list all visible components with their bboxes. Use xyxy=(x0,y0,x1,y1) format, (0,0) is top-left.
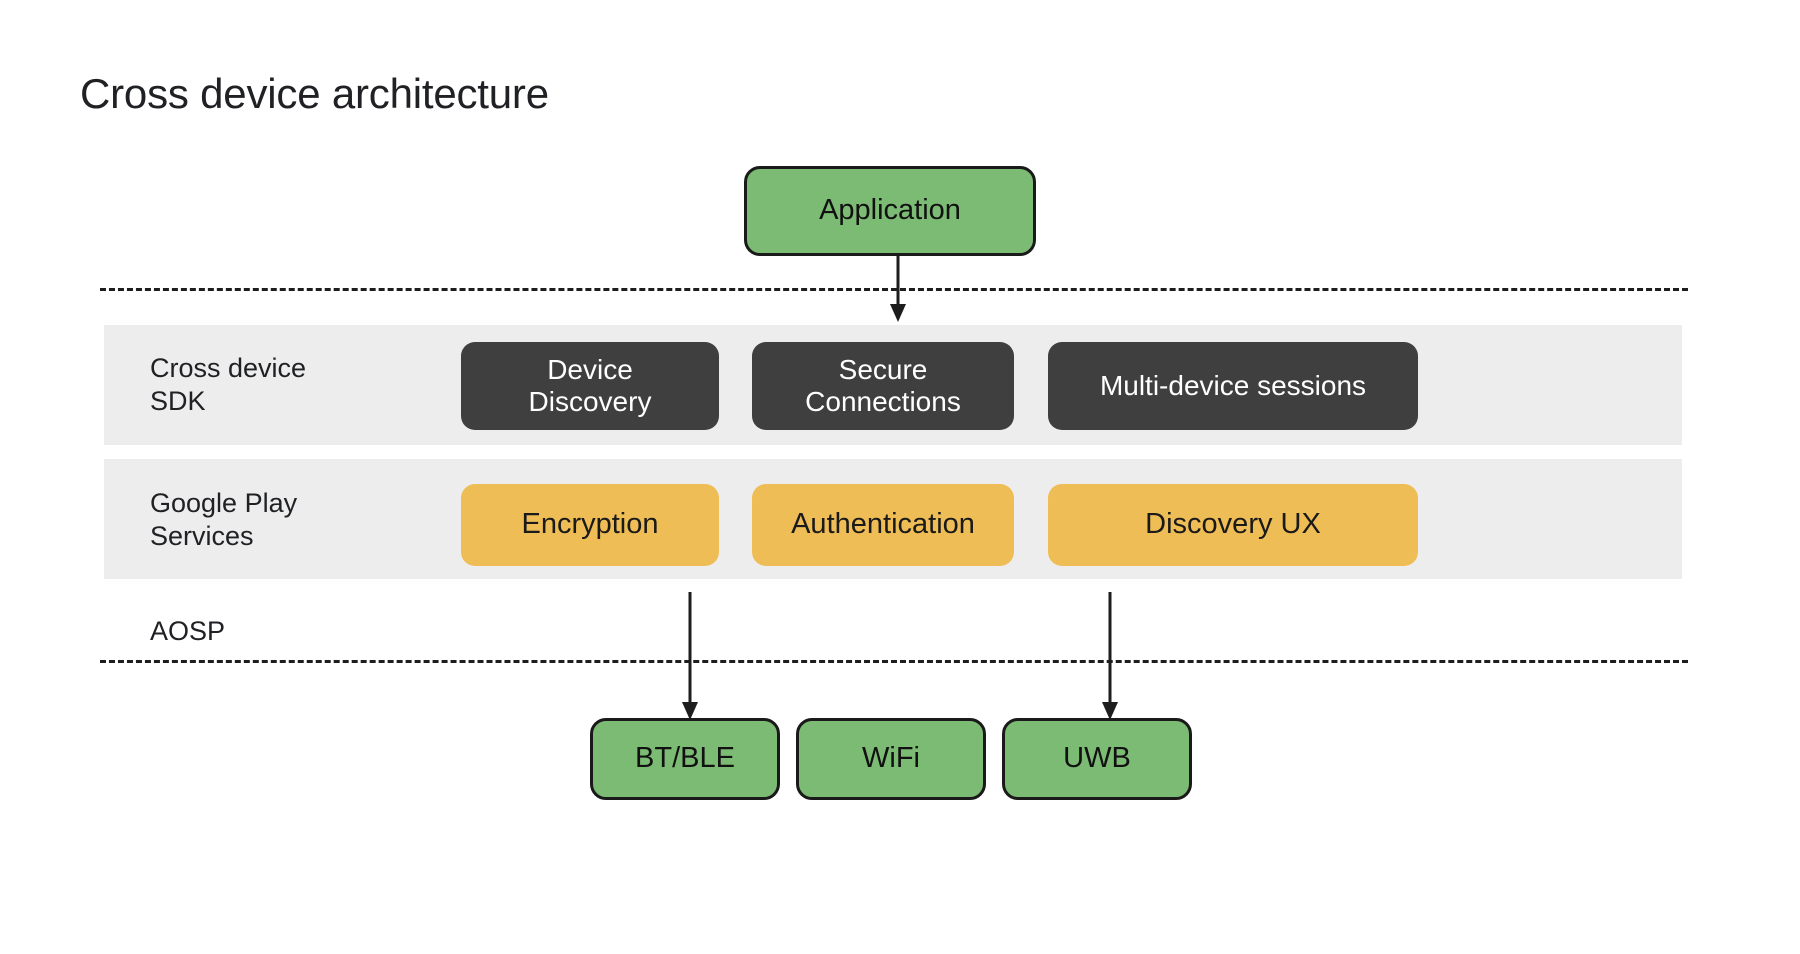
node-multi-device-sessions[interactable]: Multi-device sessions xyxy=(1048,342,1418,430)
node-secure-connections-label: Secure Connections xyxy=(805,353,961,417)
node-application[interactable]: Application xyxy=(744,166,1036,256)
node-application-label: Application xyxy=(819,194,961,227)
node-bt-ble[interactable]: BT/BLE xyxy=(590,718,780,800)
node-discovery-ux-label: Discovery UX xyxy=(1145,508,1321,541)
node-encryption[interactable]: Encryption xyxy=(461,484,719,566)
node-secure-connections[interactable]: Secure Connections xyxy=(752,342,1014,430)
node-device-discovery[interactable]: Device Discovery xyxy=(461,342,719,430)
node-wifi-label: WiFi xyxy=(862,742,920,775)
connector-application-to-sdk xyxy=(890,256,906,322)
node-discovery-ux[interactable]: Discovery UX xyxy=(1048,484,1418,566)
node-bt-ble-label: BT/BLE xyxy=(635,742,735,775)
connector-encryption-to-bt-ble xyxy=(682,592,698,720)
node-multi-device-sessions-label: Multi-device sessions xyxy=(1099,369,1367,401)
node-uwb[interactable]: UWB xyxy=(1002,718,1192,800)
node-authentication[interactable]: Authentication xyxy=(752,484,1014,566)
lower-dashed-divider xyxy=(100,660,1688,663)
node-uwb-label: UWB xyxy=(1063,742,1131,775)
upper-dashed-divider xyxy=(100,288,1688,291)
band-label-aosp: AOSP xyxy=(150,616,226,646)
band-label-cross-device-sdk: Cross device SDK xyxy=(150,353,307,416)
node-encryption-label: Encryption xyxy=(521,508,659,541)
band-label-google-play-services: Google Play Services xyxy=(150,488,298,551)
connector-discovery-ux-to-uwb xyxy=(1102,592,1118,720)
page-title: Cross device architecture xyxy=(80,70,549,117)
node-device-discovery-label: Device Discovery xyxy=(528,353,652,417)
node-wifi[interactable]: WiFi xyxy=(796,718,986,800)
node-authentication-label: Authentication xyxy=(791,508,975,541)
